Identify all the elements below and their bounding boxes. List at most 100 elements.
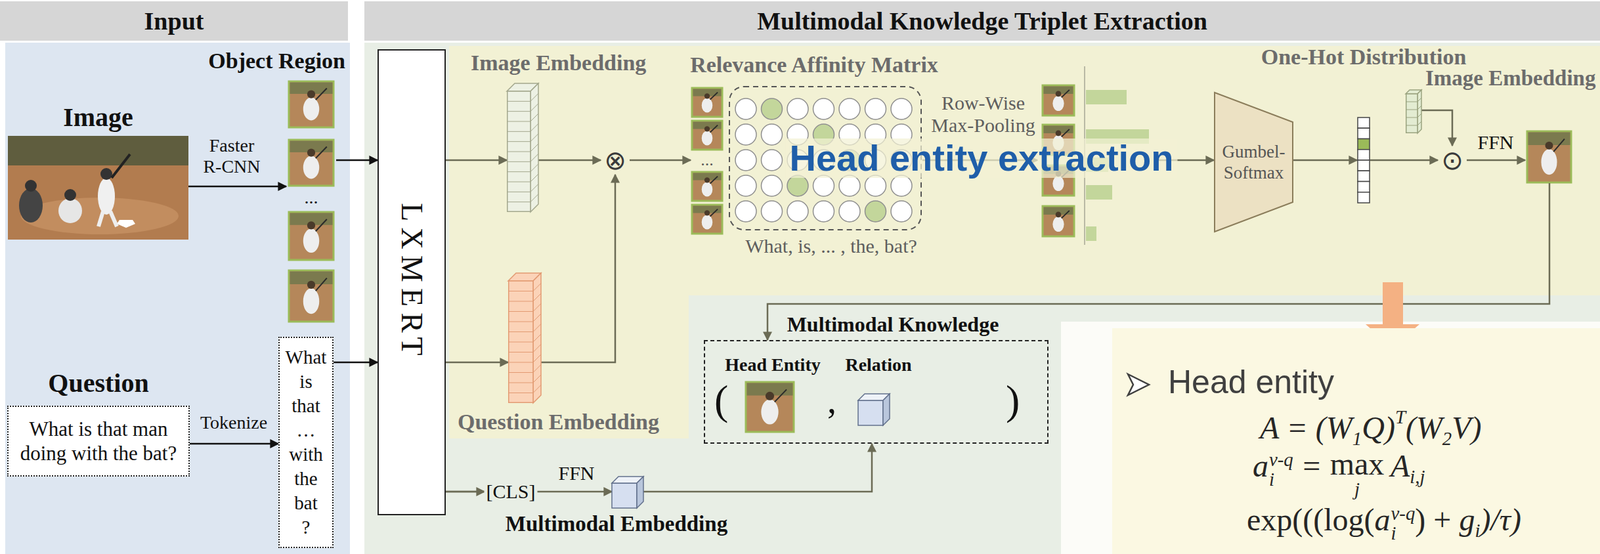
formula-term: a — [1374, 502, 1391, 538]
stack-line — [506, 110, 531, 112]
thumb-bat — [710, 92, 719, 100]
connector — [189, 443, 279, 446]
matrix-cell — [787, 98, 809, 120]
thumb-bat — [315, 88, 327, 101]
embedding-label: Image Embedding — [1425, 66, 1596, 91]
operator-stack: maxj — [1330, 448, 1385, 499]
stack-line — [1417, 105, 1422, 110]
thumb-bg — [288, 212, 334, 260]
gumbel-label: Gumbel-Softmax — [1219, 141, 1289, 184]
stack-line — [530, 164, 539, 173]
matrix-cell — [761, 200, 783, 222]
formula-term: i — [1474, 519, 1480, 541]
stack-side — [1417, 89, 1422, 134]
question-text: What is that man doing with the bat? — [15, 416, 182, 466]
script-stack: v-qi — [1391, 503, 1416, 543]
cube-front — [611, 483, 637, 509]
matrix-cell — [735, 175, 757, 197]
thumb-bg — [1042, 206, 1075, 237]
home-plate — [116, 219, 136, 228]
stack-line — [530, 153, 539, 162]
node-drawing — [1405, 89, 1422, 134]
photo-heading: Image — [7, 101, 189, 133]
thumb-head — [1055, 130, 1062, 137]
step-label: FFN — [1475, 131, 1516, 154]
formula-term: max — [1330, 448, 1385, 480]
matrix-cell — [865, 200, 887, 222]
formula-term: g — [1458, 502, 1475, 538]
section-header: Multimodal Knowledge Triplet Extraction — [364, 1, 1600, 41]
thumb-head — [307, 221, 316, 230]
matrix-cell — [787, 175, 809, 197]
thumb-bat — [710, 125, 719, 133]
thumb-figure — [701, 97, 714, 113]
stack-line — [533, 283, 541, 292]
thumb-head — [1544, 141, 1553, 150]
photo-back — [7, 135, 189, 166]
formula-term: i,j — [1409, 466, 1425, 488]
connector — [540, 174, 616, 363]
thumb-head — [307, 89, 316, 98]
ellipsis: ... — [286, 187, 337, 208]
embedding-stack: Image Embedding — [1405, 89, 1422, 134]
formula-term: j — [1354, 479, 1360, 499]
stack-line — [508, 342, 534, 343]
batter-leg — [98, 211, 104, 227]
stack-line — [530, 123, 539, 132]
formula-term: v-q — [1269, 449, 1294, 470]
formula-term: i — [1269, 469, 1294, 490]
catcher-body — [58, 198, 83, 224]
formula-term: 1 — [1352, 428, 1362, 450]
column-heading: Object Region — [208, 48, 346, 74]
thumb-figure — [1540, 149, 1557, 175]
matrix-cell — [813, 175, 835, 197]
node-drawing — [1213, 91, 1294, 233]
score-bar — [1085, 89, 1127, 105]
formula-term: A = (W — [1259, 410, 1353, 446]
matrix-cell — [839, 98, 861, 120]
embedding-stack: Question Embedding — [508, 273, 541, 404]
stack-line — [530, 183, 539, 192]
connector — [445, 159, 507, 162]
stack-line — [506, 101, 531, 102]
one-hot-cell — [1357, 128, 1370, 139]
formula-term: ) + — [1414, 502, 1451, 538]
connector — [538, 159, 601, 162]
gumbel-softmax: Gumbel-Softmax — [1213, 91, 1294, 233]
matrix-cell — [761, 124, 783, 146]
overlay-title: Head entity extraction — [785, 138, 1178, 178]
one-hot-cell — [1357, 139, 1370, 150]
one-hot-cell — [1357, 181, 1370, 193]
batter-leg — [110, 211, 117, 227]
stack-line — [530, 194, 539, 203]
thumb-head — [704, 210, 710, 216]
stack-line — [506, 201, 531, 203]
matrix-cell — [735, 124, 757, 146]
matrix-caption: What, is, ... , the, bat? — [726, 235, 937, 258]
stack-line — [530, 103, 539, 112]
thumb-bg — [691, 172, 723, 201]
main-panel — [364, 42, 1600, 554]
score-bar — [1085, 185, 1113, 200]
node-drawing — [1357, 116, 1371, 204]
thumb-head — [1055, 91, 1062, 98]
section-header: Input — [0, 1, 348, 41]
one-hot-vector: One-Hot Distribution — [1357, 116, 1371, 204]
formula-term: )/τ) — [1479, 502, 1521, 538]
cube-label: Multimodal Embedding — [501, 512, 732, 537]
thumb-bat — [1061, 129, 1070, 138]
question-box: QuestionWhat is that man doing with the … — [7, 405, 190, 477]
thumb-figure — [1052, 95, 1064, 111]
one-hot-cell — [1357, 170, 1370, 182]
stack-line — [533, 365, 541, 373]
input-panel — [5, 42, 350, 554]
stack-line — [1405, 101, 1418, 103]
matrix-cell — [813, 98, 835, 120]
score-bar — [1085, 226, 1097, 241]
matrix-heading: Relevance Affinity Matrix — [689, 52, 939, 78]
thumb-bg — [745, 382, 794, 433]
matrix-cell — [890, 98, 912, 120]
matrix-cell — [813, 200, 835, 222]
one-hot-cell — [1357, 117, 1370, 129]
